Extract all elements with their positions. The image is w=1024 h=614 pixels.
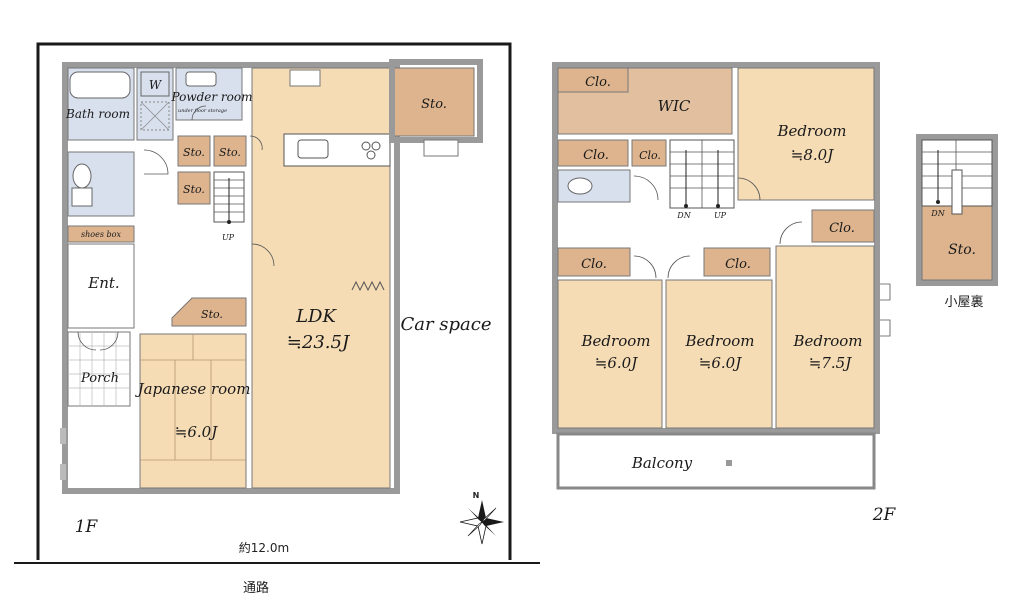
storage-c-label: Sto. [183, 183, 205, 196]
compass-rose [459, 500, 504, 545]
closet-bottom-2 [703, 247, 771, 277]
storage-main [393, 67, 475, 137]
compass-north: N [473, 491, 480, 500]
storage-d [171, 297, 247, 327]
shoes-box-label: shoes box [81, 230, 121, 239]
ldk-curtain [351, 280, 385, 292]
japanese-room-size: ≒6.0J [175, 423, 218, 441]
closet-bottom-2-label: Clo. [725, 257, 751, 272]
lot-width-label: 約12.0m [239, 540, 289, 555]
attic: DN Sto. 小屋裏 [916, 134, 998, 310]
ldk-label: LDK [295, 306, 337, 327]
car-space-label: Car space [400, 314, 491, 335]
storage-b-label: Sto. [219, 146, 241, 159]
bedroom-top-right-size: ≒8.0J [791, 146, 834, 164]
bedroom-3-size: ≒7.5J [809, 354, 852, 372]
stair-up-label-2f: UP [714, 211, 727, 220]
road-label: 通路 [243, 580, 269, 596]
storage-d-label: Sto. [201, 308, 223, 321]
bedroom-2-size: ≒6.0J [699, 354, 742, 372]
closet-bottom-1 [557, 247, 631, 277]
washer-icon [140, 71, 170, 97]
storage-a-label: Sto. [183, 146, 205, 159]
bedroom-1-size: ≒6.0J [595, 354, 638, 372]
closet-right-label: Clo. [829, 221, 855, 236]
powder-label: Powder room [171, 90, 253, 104]
floor-2f: Clo. WIC Clo. Clo. Bedroom ≒8.0J Clo. Cl… [552, 62, 897, 525]
lot-boundary [36, 42, 512, 560]
bedroom-top-right-label: Bedroom [777, 122, 847, 140]
bedroom-1-label: Bedroom [581, 332, 651, 350]
japanese-room-label: Japanese room [135, 380, 251, 398]
bathtub-icon [69, 71, 131, 99]
closet-bottom-1-label: Clo. [581, 257, 607, 272]
toilet-icon [72, 163, 92, 189]
stove-icon [361, 141, 371, 151]
attic-storage-label: Sto. [948, 242, 976, 258]
bedroom-3 [775, 245, 875, 429]
attic-label: 小屋裏 [944, 295, 983, 310]
sink-icon [185, 71, 217, 87]
kitchen-sink-icon [297, 139, 329, 159]
entrance [67, 243, 135, 329]
bedroom-2 [665, 279, 773, 429]
closet-mid-small-label: Clo. [639, 149, 661, 162]
storage-main-label: Sto. [421, 97, 447, 112]
attic-stair-dn-label: DN [930, 209, 945, 218]
closet-mid-left [557, 139, 629, 167]
porch-label: Porch [80, 371, 119, 386]
underfloor-label: under floor storage [178, 108, 227, 114]
ldk-size: ≒23.5J [287, 332, 351, 353]
toilet-2f-icon [567, 177, 593, 195]
washer-label: W [149, 78, 163, 92]
floor-1f-label: 1F [75, 517, 99, 537]
closet-mid-small [631, 139, 667, 167]
closet-top-left-label: Clo. [585, 75, 611, 90]
stair-dn-label-2f: DN [676, 211, 691, 220]
shoes-box [67, 225, 135, 243]
closet-mid-left-label: Clo. [583, 148, 609, 163]
underfloor-hatch-icon [140, 101, 170, 131]
closet-right [811, 209, 875, 243]
bedroom-top-right [737, 67, 875, 201]
bedroom-2-label: Bedroom [685, 332, 755, 350]
svg-text:Bath room: Bath room [65, 107, 130, 121]
entrance-label: Ent. [87, 274, 119, 292]
balcony-label: Balcony [631, 454, 693, 472]
bedroom-3-label: Bedroom [793, 332, 863, 350]
storage-c [177, 171, 211, 205]
bedroom-1 [557, 279, 663, 429]
porch [67, 331, 131, 407]
stair-up-label-1f: UP [222, 233, 235, 242]
storage-a [177, 135, 211, 167]
wic-label: WIC [658, 97, 691, 115]
floor-2f-label: 2F [872, 505, 897, 525]
balcony [556, 432, 876, 490]
storage-b [213, 135, 247, 167]
ldk-room [251, 67, 391, 489]
floor-1f: Bath room W Powder room under floor stor… [14, 42, 540, 596]
